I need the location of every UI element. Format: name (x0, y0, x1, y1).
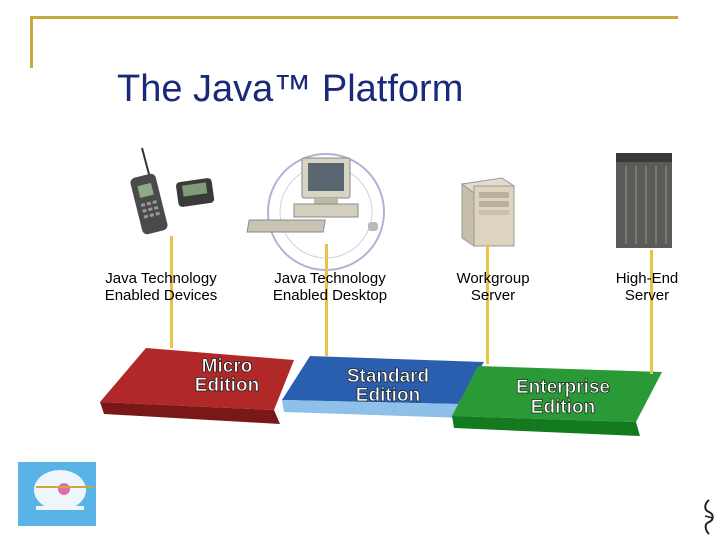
micro-edition-line2: Edition (195, 375, 259, 396)
connector-desktop (325, 244, 328, 356)
connector-high-end (650, 250, 653, 374)
connector-devices (170, 236, 173, 348)
frame-top-line (30, 16, 678, 19)
edition-bar-micro (100, 348, 294, 424)
mobile-phone-pager-icon (130, 147, 215, 235)
label-high-end: High-End Server (615, 270, 679, 304)
enterprise-edition-line2: Edition (531, 397, 595, 418)
high-end-server-icon (616, 153, 672, 248)
label-desktop: Java Technology Enabled Desktop (272, 270, 388, 304)
connector-workgroup (486, 244, 489, 364)
edition-bar-enterprise (452, 366, 662, 436)
slide-title: The Java™ Platform (117, 68, 464, 110)
standard-edition-line2: Edition (356, 385, 420, 406)
standard-edition-line1: Standard (347, 366, 429, 387)
university-logo (18, 462, 96, 526)
label-workgroup: Workgroup Server (456, 270, 530, 304)
edition-bar-standard (282, 356, 484, 418)
frame-left-line (30, 16, 33, 68)
decorative-figure-icon (704, 499, 714, 535)
desktop-computer-icon (246, 153, 385, 271)
enterprise-edition-line1: Enterprise (516, 377, 610, 398)
tower-server-icon (460, 177, 516, 247)
label-devices: Java Technology Enabled Devices (104, 270, 218, 304)
logo-underline (36, 486, 94, 488)
micro-edition-line1: Micro (202, 356, 253, 377)
